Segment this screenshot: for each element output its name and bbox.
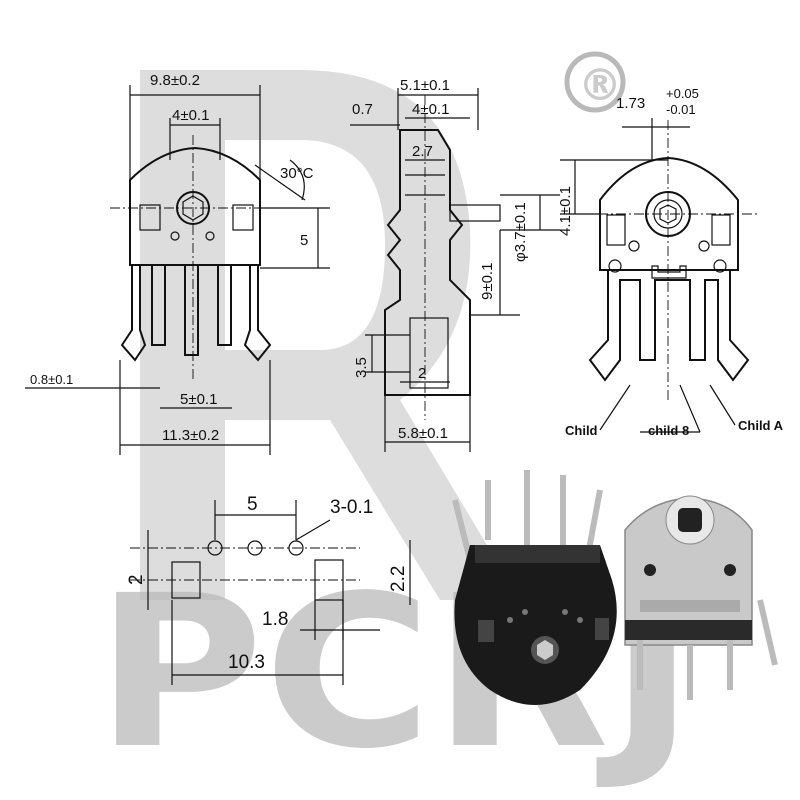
side-body-outline — [384, 129, 471, 396]
front-view: 9.8±0.2 4±0.1 30°C 5 0.8±0.1 5±0.1 11.3±… — [25, 72, 330, 455]
dim-width-inner: 4±0.1 — [172, 107, 209, 124]
dim-offset-value: 1.73 — [616, 95, 645, 112]
dim-height-lower: 9±0.1 — [479, 263, 496, 300]
dim-base-width: 11.3±0.2 — [162, 427, 219, 444]
dim-lead-length: 3.5 — [353, 357, 370, 378]
front-body-outline — [129, 146, 261, 266]
dim-height-right: 5 — [300, 232, 308, 249]
registered-circle — [564, 51, 626, 113]
front-right-slot — [232, 204, 254, 231]
back-view: 1.73 +0.05 -0.01 4.1±0.1 Child child 8 C… — [557, 86, 784, 438]
dim-angle: 30°C — [280, 165, 314, 182]
dim-width-total: 9.8±0.2 — [150, 72, 200, 89]
dim-pad-right-height: 2.2 — [388, 566, 409, 592]
product-photo-back — [452, 470, 617, 705]
dim-pin-pitch: 5±0.1 — [180, 391, 217, 408]
back-body-outline — [599, 156, 739, 271]
dim-total-width: 10.3 — [228, 652, 265, 673]
photo-back-body — [454, 545, 617, 705]
product-photo-front — [624, 495, 778, 700]
front-left-slot — [139, 204, 161, 231]
dim-hole: 3-0.1 — [330, 497, 373, 518]
watermark: PCRJ ® — [95, 51, 695, 795]
footprint-view: 5 3-0.1 2 2.2 1.8 10.3 — [126, 494, 411, 685]
side-view: 5.1±0.1 0.7 4±0.1 2.7 φ3.7±0.1 9±0.1 3.5… — [350, 77, 560, 452]
dim-pitch: 5 — [247, 494, 258, 515]
dim-tol-plus: +0.05 — [666, 86, 699, 101]
dim-bottom-width: 5.8±0.1 — [398, 425, 448, 442]
callout-child: Child — [565, 423, 598, 438]
dim-left-offset: 0.7 — [352, 101, 373, 118]
dim-pad-left-height: 2 — [126, 574, 147, 585]
callout-child-8: child 8 — [648, 423, 689, 438]
callout-child-a: Child A — [738, 418, 784, 433]
watermark-r-shape — [140, 70, 520, 600]
dim-top-width: 5.1±0.1 — [400, 77, 450, 94]
dim-lead-width: 2 — [418, 365, 426, 382]
dim-pin-left: 0.8±0.1 — [30, 372, 73, 387]
dim-small-gap: 2.7 — [412, 143, 433, 160]
dim-pad-width: 1.8 — [262, 609, 288, 630]
dim-tol-minus: -0.01 — [666, 102, 696, 117]
registered-mark: ® — [578, 60, 622, 111]
dim-diameter: φ3.7±0.1 — [512, 202, 529, 262]
dim-height-top: 4.1±0.1 — [557, 186, 574, 236]
dim-inner-width: 4±0.1 — [412, 101, 449, 118]
